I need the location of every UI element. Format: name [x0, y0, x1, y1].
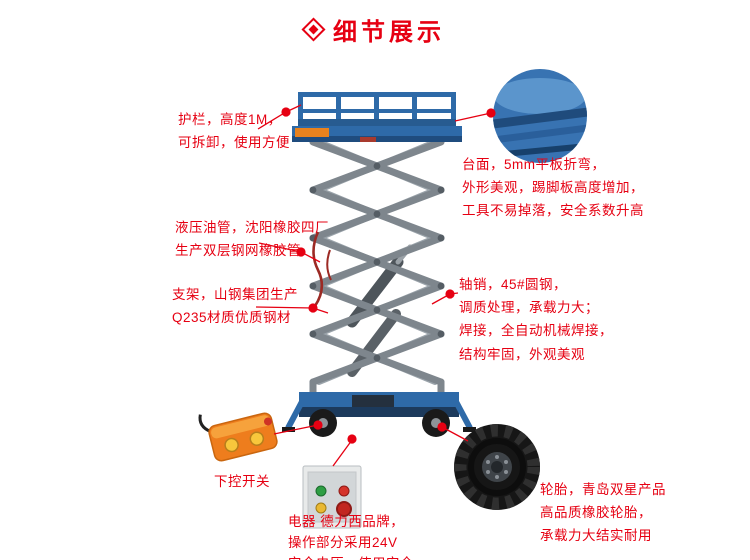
outrigger-left	[285, 394, 308, 430]
callout-line-platform	[454, 112, 492, 122]
wheel-left	[309, 409, 337, 437]
scissor-front-layer	[309, 138, 445, 396]
wheel-right	[422, 409, 450, 437]
outrigger-foot-right	[463, 427, 476, 432]
callout-line-tire	[441, 426, 469, 442]
title-text: 细节展示	[333, 19, 445, 46]
callout-line-remote	[273, 424, 319, 435]
hub-bolts	[486, 455, 508, 479]
callout-dot-hose	[296, 247, 306, 257]
callout-text-hose: 液压油管，沈阳橡胶四厂 生产双层钢网橡胶管	[175, 220, 329, 259]
callout-line-controlbox	[332, 439, 353, 467]
hose-reel	[360, 137, 376, 142]
hydraulic-hose-2	[326, 249, 332, 281]
kick-plate	[298, 119, 456, 127]
callout-dot-guardrail	[281, 107, 291, 117]
callout-text-platform: 台面，5mm平板折弯， 外形美观，踢脚板高度增加， 工具不易掉落，安全系数升高	[462, 157, 644, 219]
page-title: 细节展示	[0, 12, 750, 47]
outrigger-right	[450, 394, 473, 430]
callout-dot-controlbox	[347, 434, 357, 444]
detail-photo-remote	[198, 412, 278, 462]
callout-dot-platform	[486, 108, 496, 118]
callout-dots	[281, 107, 496, 444]
detail-photo-tire	[454, 424, 540, 510]
callout-dot-tire	[437, 422, 447, 432]
callout-text-electric: 电器 德力西品牌， 操作部分采用24V 安全电压，使用安全	[288, 514, 414, 560]
callout-text-frame: 支架，山钢集团生产 Q235材质优质钢材	[172, 287, 298, 326]
callout-dot-pin	[445, 289, 455, 299]
guardrail-bars	[298, 92, 456, 128]
outrigger-foot-left	[282, 427, 295, 432]
platform-underside	[292, 136, 462, 142]
callout-text-pin: 轴销，45#圆钢， 调质处理，承载力大； 焊接，全自动机械焊接， 结构牢固，外观…	[459, 277, 613, 362]
base-skirt	[299, 407, 459, 417]
platform-deck	[292, 126, 462, 138]
callout-text-guardrail: 护栏，高度1M， 可拆卸，使用方便	[178, 112, 290, 151]
scissor-mechanism	[309, 138, 445, 396]
detail-photo-controlbox	[302, 465, 362, 529]
callout-dot-remote	[313, 420, 323, 430]
diamond-icon	[301, 17, 326, 42]
callout-dot-frame	[308, 303, 318, 313]
extension-deck-orange	[295, 128, 329, 137]
detail-photo-platform	[493, 69, 587, 163]
pivot-pins	[309, 162, 445, 362]
platform-guardrail	[292, 92, 462, 142]
callout-text-tire: 轮胎，青岛双星产品 高品质橡胶轮胎， 承载力大结实耐用	[540, 482, 666, 544]
hydraulic-hose	[312, 231, 324, 307]
callout-text-switch: 下控开关	[214, 474, 270, 489]
power-pack-box	[352, 395, 394, 408]
